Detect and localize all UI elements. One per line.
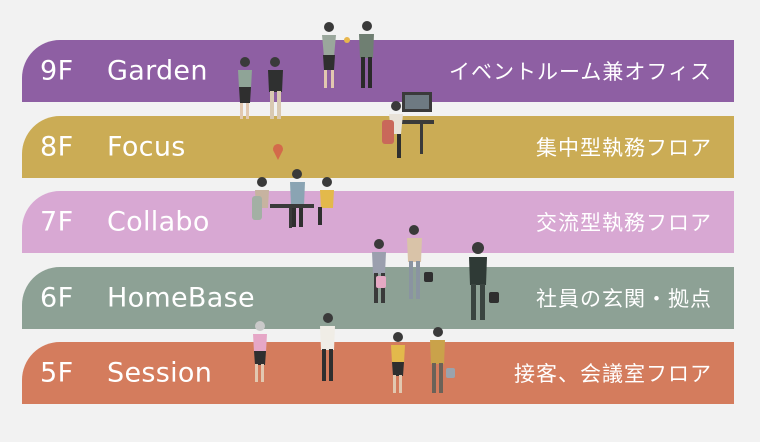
- floor-name: Collabo: [107, 206, 210, 238]
- floor-description: 社員の玄関・拠点: [536, 287, 712, 311]
- floor-name: Focus: [107, 131, 186, 163]
- floor-number: 7F: [40, 206, 74, 238]
- floor-name: Garden: [107, 55, 208, 87]
- floor-description: 交流型執務フロア: [536, 211, 712, 235]
- floor-number: 9F: [40, 55, 74, 87]
- floor-band-9f: 9F Garden イベントルーム兼オフィス: [22, 40, 734, 102]
- floor-description: 接客、会議室フロア: [514, 362, 712, 386]
- floor-number: 6F: [40, 282, 74, 314]
- floor-number: 5F: [40, 357, 74, 389]
- floor-name: HomeBase: [107, 282, 255, 314]
- floor-band-5f: 5F Session 接客、会議室フロア: [22, 342, 734, 404]
- floor-band-6f: 6F HomeBase 社員の玄関・拠点: [22, 267, 734, 329]
- floor-description: 集中型執務フロア: [536, 136, 712, 160]
- floor-number: 8F: [40, 131, 74, 163]
- floor-band-8f: 8F Focus 集中型執務フロア: [22, 116, 734, 178]
- floor-name: Session: [107, 357, 213, 389]
- floor-description: イベントルーム兼オフィス: [449, 60, 712, 84]
- floor-band-7f: 7F Collabo 交流型執務フロア: [22, 191, 734, 253]
